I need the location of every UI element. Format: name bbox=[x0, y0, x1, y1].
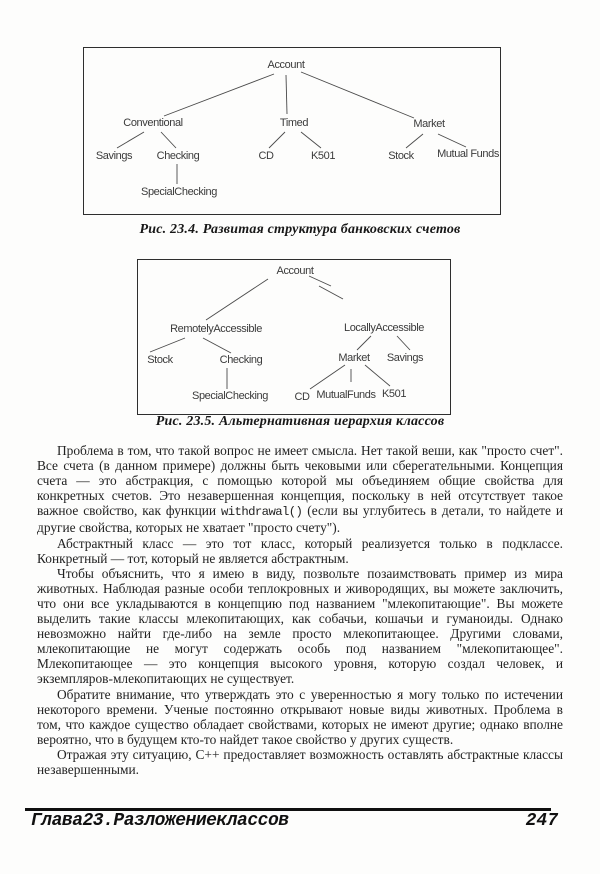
page-number: 247 bbox=[525, 811, 558, 831]
tree2-node-stock: Stock bbox=[147, 354, 173, 366]
paragraph-text: (если вы углубитесь в детали, то найдете… bbox=[37, 503, 563, 536]
tree1-node-conventional: Conventional bbox=[123, 117, 183, 129]
figure-alternative-hierarchy: Account RemotelyAccessible LocallyAccess… bbox=[137, 259, 451, 415]
tree2-node-remotely-accessible: RemotelyAccessible bbox=[170, 323, 262, 335]
tree1-node-account: Account bbox=[267, 59, 305, 71]
tree1-node-stock: Stock bbox=[388, 150, 414, 162]
tree1-node-cd: CD bbox=[258, 150, 274, 162]
figure1-caption: Рис. 23.4. Развитая структура банковских… bbox=[139, 222, 461, 237]
tree2-node-locally-accessible: LocallyAccessible bbox=[343, 322, 425, 334]
tree2-node-cd: CD bbox=[294, 391, 310, 403]
paragraph-note: Обратите внимание, что утверждать это с … bbox=[37, 686, 563, 747]
tree1-node-timed: Timed bbox=[279, 117, 309, 129]
footer-rule bbox=[25, 808, 551, 811]
paragraph-mammals-example: Чтобы объяснить, что я имею в виду, позв… bbox=[37, 565, 563, 687]
tree1-node-savings: Savings bbox=[95, 150, 133, 162]
figure-bank-accounts-hierarchy: Account Conventional Timed Market Saving… bbox=[83, 47, 501, 215]
tree2-node-savings: Savings bbox=[386, 352, 424, 364]
tree2-node-market: Market bbox=[338, 352, 370, 364]
footer-chapter-title: Глава23.Разложениеклассов bbox=[31, 811, 289, 831]
figure2-caption: Рис. 23.5. Альтернативная иерархия класс… bbox=[155, 414, 445, 429]
tree-edges-figure2 bbox=[149, 275, 411, 390]
paragraph-cpp: Отражая эту ситуацию, C++ предоставляет … bbox=[37, 746, 563, 777]
tree2-node-account: Account bbox=[276, 265, 314, 277]
tree1-node-market: Market bbox=[413, 118, 445, 130]
body-text: Проблема в том, что такой вопрос не имее… bbox=[37, 443, 563, 777]
inline-code-withdrawal: withdrawal() bbox=[220, 505, 303, 520]
tree1-node-mutual-funds: Mutual Funds bbox=[437, 148, 499, 160]
tree2-node-special-checking: SpecialChecking bbox=[192, 390, 268, 402]
paragraph-text: Проблема в том, что такой вопрос не имее… bbox=[37, 443, 563, 519]
tree1-node-checking: Checking bbox=[156, 150, 200, 162]
tree-edges-figure1 bbox=[116, 71, 467, 184]
paragraph-abstract-class: Абстрактный класс — это тот класс, котор… bbox=[37, 535, 563, 566]
tree1-node-k501: K501 bbox=[310, 150, 336, 162]
paragraph-problem: Проблема в том, что такой вопрос не имее… bbox=[37, 443, 563, 536]
tree2-node-mutual-funds: MutualFunds bbox=[316, 389, 376, 401]
tree2-node-k501: K501 bbox=[381, 388, 407, 400]
tree2-node-checking: Checking bbox=[219, 354, 263, 366]
tree1-node-special-checking: SpecialChecking bbox=[141, 186, 217, 198]
